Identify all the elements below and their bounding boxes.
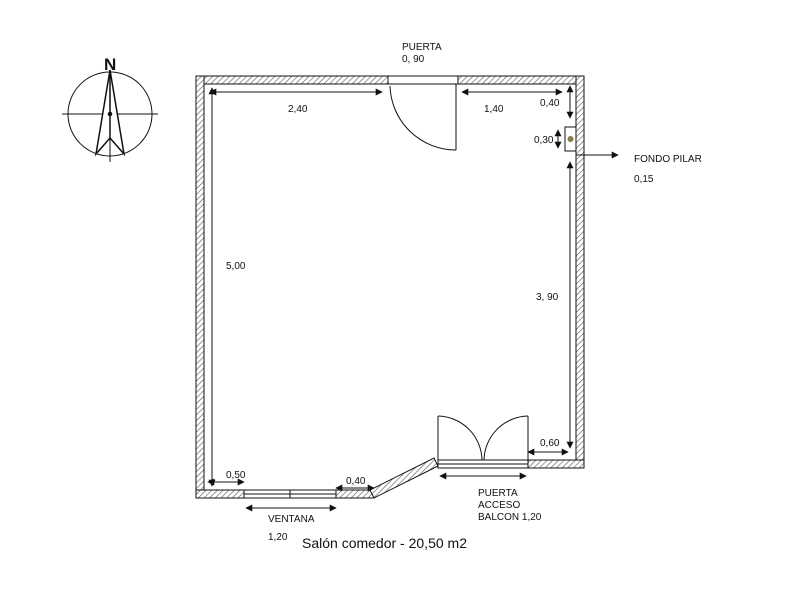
dim-bottom-mid: 0,40: [346, 476, 366, 487]
wall-top-right: [457, 75, 585, 85]
wall-bottom-right: [527, 459, 585, 469]
wall-top-left: [195, 75, 389, 85]
door-top-width: 0, 90: [402, 54, 425, 65]
dim-top-right: 1,40: [484, 104, 504, 115]
dim-bottom-right: 0,60: [540, 438, 560, 449]
door-top-label: PUERTA: [402, 42, 442, 53]
dim-right-side: 3, 90: [536, 292, 559, 303]
window-bottom: [243, 489, 337, 499]
wall-angled: [369, 457, 439, 499]
wall-right: [575, 75, 585, 469]
dim-pillar: 0,30: [534, 135, 554, 146]
pillar-value: 0,15: [634, 174, 654, 185]
wall-bottom-left: [195, 489, 245, 499]
dim-left-side: 5,00: [226, 261, 246, 272]
balcony-label-3: BALCON 1,20: [478, 512, 542, 523]
pillar-label: FONDO PILAR: [634, 154, 702, 165]
window-label: VENTANA: [268, 514, 315, 525]
dim-top-left: 2,40: [288, 104, 308, 115]
labels: PUERTA 0, 90 2,40 1,40 0,40 0,30 FONDO P…: [226, 42, 702, 551]
walls: [195, 75, 585, 499]
wall-left: [195, 75, 205, 499]
pillar: [564, 126, 577, 152]
door-top: [387, 75, 459, 151]
balcony-label-2: ACCESO: [478, 500, 520, 511]
north-label: N: [104, 55, 116, 74]
wall-bottom-mid: [335, 489, 375, 499]
balcony-label-1: PUERTA: [478, 488, 518, 499]
window-width: 1,20: [268, 532, 288, 543]
dim-right-top: 0,40: [540, 98, 560, 109]
north-compass: N: [62, 55, 158, 162]
door-balcony: [437, 415, 529, 469]
plan-title: Salón comedor - 20,50 m2: [302, 535, 467, 551]
dim-bottom-left: 0,50: [226, 470, 246, 481]
dimension-lines: [207, 85, 619, 512]
